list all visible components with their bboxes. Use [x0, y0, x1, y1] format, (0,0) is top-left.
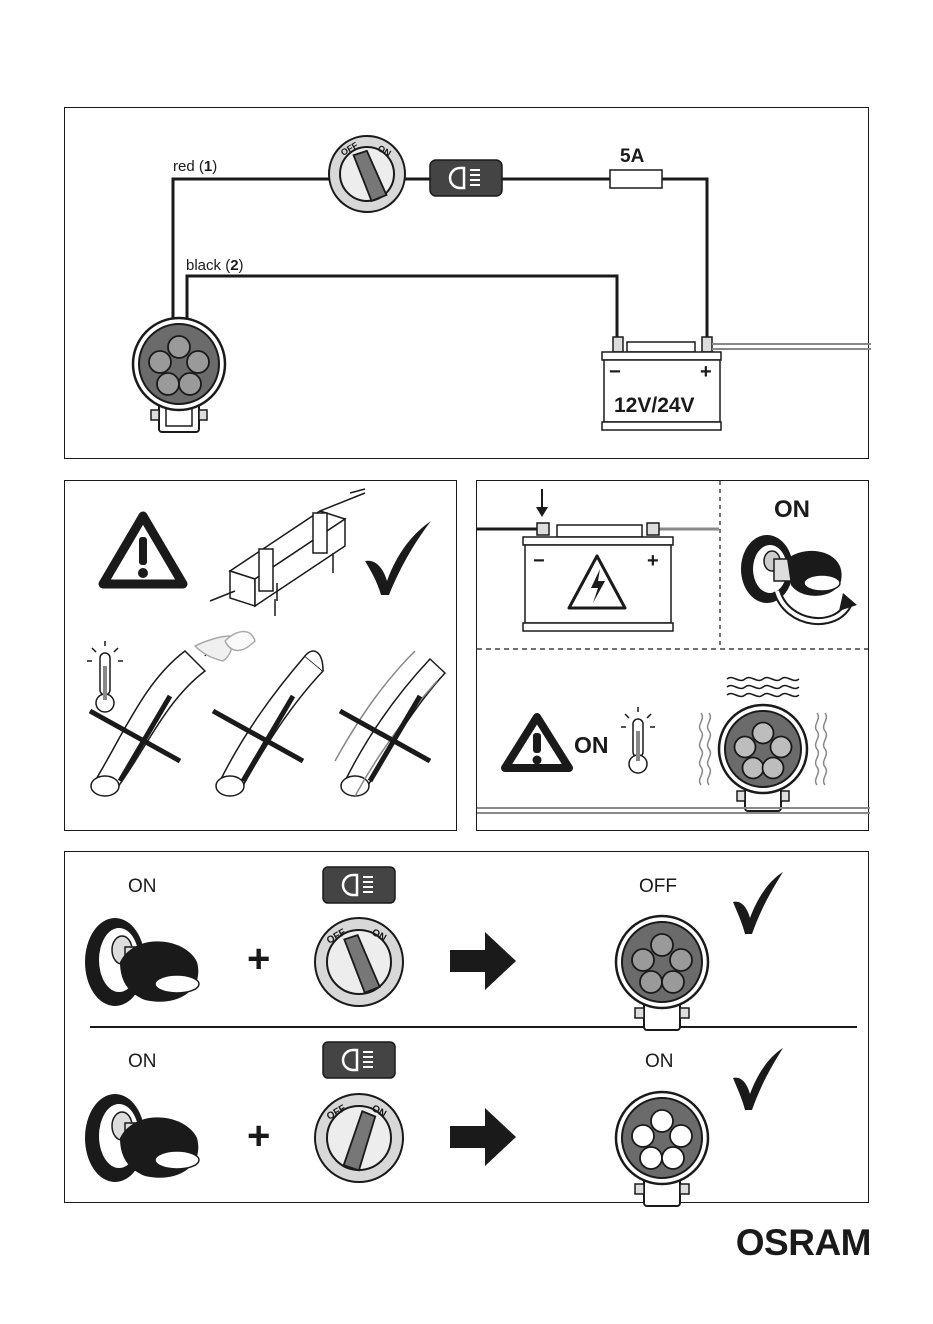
rotary-switch-icon: OFF ON: [329, 136, 405, 212]
row1-plus: +: [247, 937, 270, 981]
hot-lamp-icon: [700, 678, 827, 811]
work-lamp-icon: [133, 318, 225, 432]
row2-checkmark-icon: [733, 1048, 783, 1110]
row2-headlight-icon: [323, 1042, 395, 1078]
svg-text:−: −: [533, 550, 545, 572]
checkmark-icon: [365, 521, 431, 595]
svg-text:5A: 5A: [620, 146, 645, 167]
row1-lamp-off-icon: [616, 916, 708, 1030]
warning-icon: [103, 516, 183, 584]
row1-headlight-icon: [323, 867, 395, 903]
svg-text:−: −: [609, 361, 621, 383]
svg-text:12V/24V: 12V/24V: [614, 394, 695, 417]
row1-result-label: OFF: [639, 876, 677, 897]
mounting-bracket-icon: [210, 489, 365, 616]
black-wire: [187, 276, 617, 340]
fuse-icon: 5A: [610, 146, 662, 188]
row1-checkmark-icon: [733, 872, 783, 934]
brand-logo: OSRAM: [736, 1222, 871, 1264]
safety-diagram: − + ON ON: [477, 481, 870, 832]
row2-ignition-key-icon: [85, 1094, 199, 1182]
row1-rotary-switch-off-icon: OFF ON: [315, 918, 403, 1006]
ignition-on-label: ON: [774, 496, 810, 523]
cable-routing-panel: [64, 480, 457, 831]
row2-result-label: ON: [645, 1051, 674, 1072]
row2-rotary-switch-on-icon: OFF ON: [315, 1094, 403, 1182]
ground-line: [477, 808, 870, 813]
red-wire-label: red (1): [173, 158, 217, 175]
wiring-diagram: red (1) black (2) OFF ON 5A: [65, 108, 870, 460]
hot-on-label: ON: [574, 732, 609, 758]
row2-arrow-icon: [450, 1108, 516, 1166]
row2-lamp-on-icon: [616, 1092, 708, 1206]
svg-text:+: +: [647, 550, 659, 572]
row1-ignition-key-icon: [85, 918, 199, 1006]
wire-fuse-to-battery: [662, 179, 707, 340]
safety-panel: − + ON ON: [476, 480, 869, 831]
ignition-key-icon: [741, 535, 857, 621]
wiring-diagram-panel: red (1) black (2) OFF ON 5A: [64, 107, 869, 459]
hot-warning-icon: [505, 717, 569, 768]
thermometer-icon-2: [621, 707, 655, 773]
headlight-icon: [430, 160, 502, 196]
row2-plus: +: [247, 1114, 270, 1158]
row1-arrow-icon: [450, 932, 516, 990]
battery-icon: − + 12V/24V: [602, 337, 871, 430]
row2-ignition-label: ON: [128, 1051, 157, 1072]
svg-text:+: +: [700, 361, 712, 383]
thermometer-icon: [87, 641, 123, 712]
operation-panel: ON + OFF ON OFF: [64, 851, 869, 1203]
row1-ignition-label: ON: [128, 876, 157, 897]
cable-routing-diagram: [65, 481, 458, 832]
hose-vibrating: [335, 651, 445, 796]
battery-disconnect-icon: − +: [477, 489, 719, 631]
operation-diagram: ON + OFF ON OFF: [65, 852, 870, 1204]
black-wire-label: black (2): [186, 257, 244, 274]
